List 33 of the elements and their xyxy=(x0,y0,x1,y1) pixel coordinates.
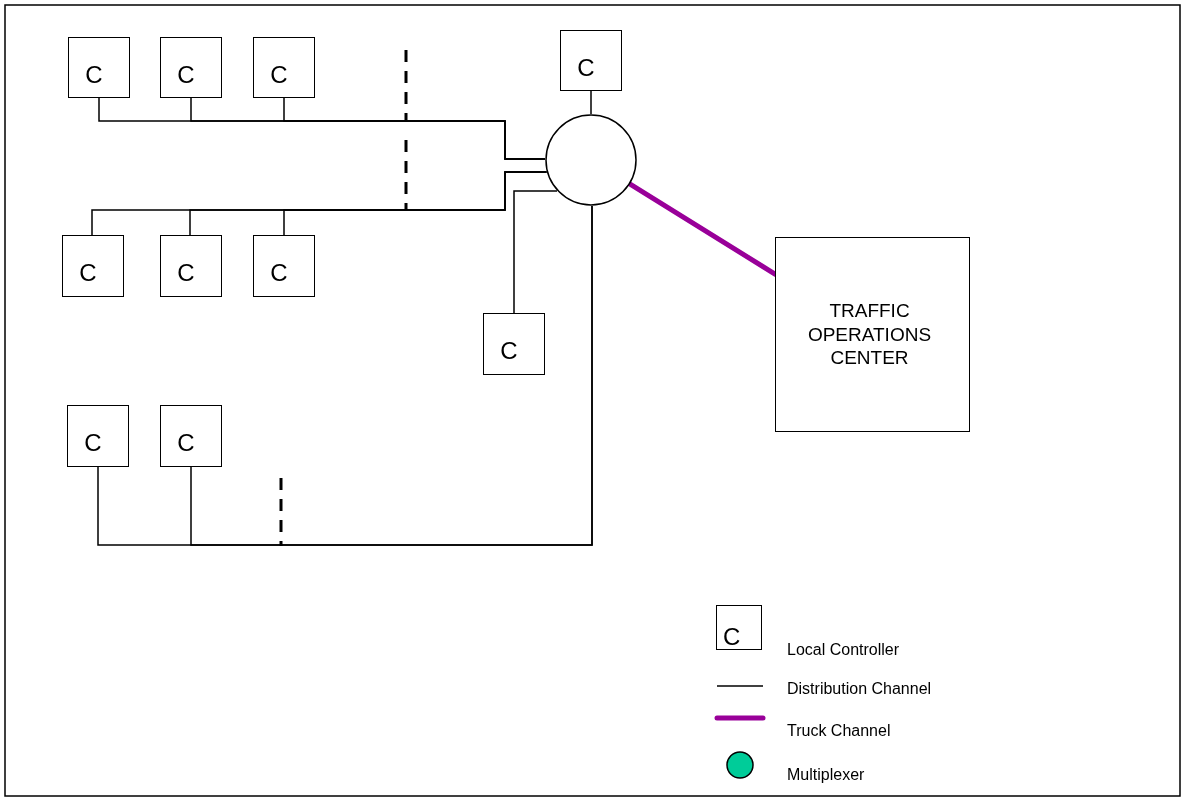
connector-line xyxy=(190,205,593,546)
node-label: C xyxy=(500,337,518,365)
controller-box xyxy=(560,30,622,91)
controller-box xyxy=(253,37,315,98)
node-label: C xyxy=(84,429,102,457)
legend-label: Multiplexer xyxy=(787,766,865,784)
legend-label: Distribution Channel xyxy=(787,680,932,698)
node-label: C xyxy=(79,259,97,287)
connector-line xyxy=(513,190,558,314)
legend-label: Local Controller xyxy=(787,641,900,659)
legend-label: Truck Channel xyxy=(787,722,891,740)
node-label: C xyxy=(723,625,741,649)
controller-box xyxy=(160,37,222,98)
controller-box xyxy=(483,313,545,375)
node-label: C xyxy=(177,60,195,89)
node-label: C xyxy=(85,60,103,89)
connector-line xyxy=(283,97,546,160)
node-label: C xyxy=(577,53,595,82)
controller-box xyxy=(67,405,129,467)
node-label: C xyxy=(177,429,195,457)
connector-line xyxy=(283,171,548,236)
center-box xyxy=(775,237,970,432)
connector-line xyxy=(590,90,592,115)
node-label: TRAFFIC OPERATIONS CENTER xyxy=(806,298,933,371)
node-label: C xyxy=(177,259,195,287)
multiplexer-circle xyxy=(545,114,637,206)
controller-box xyxy=(68,37,130,98)
controller-box xyxy=(253,235,315,297)
node-label: C xyxy=(270,60,288,89)
controller-box xyxy=(160,405,222,467)
controller-box xyxy=(62,235,124,297)
controller-box xyxy=(160,235,222,297)
node-label: C xyxy=(270,259,288,287)
